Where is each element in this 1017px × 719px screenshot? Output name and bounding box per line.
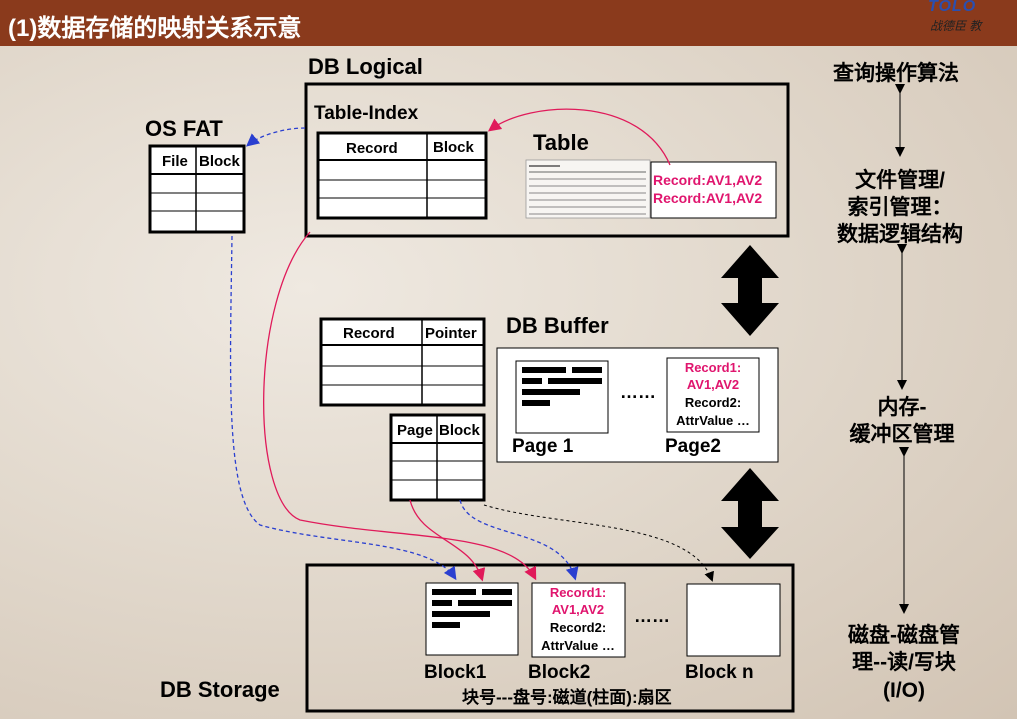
table-record-line-2: Record:AV1,AV2 xyxy=(653,190,762,206)
logo: TOLO xyxy=(928,0,977,15)
table-index-label: Table-Index xyxy=(314,103,419,124)
block-address-note: 块号---盘号:磁道(柱面):扇区 xyxy=(462,687,672,707)
file-mgmt-line-3: 数据逻辑结构 xyxy=(837,222,963,246)
blockn-label: Block n xyxy=(685,662,754,683)
page-block-col-block: Block xyxy=(439,422,481,439)
page2-line-2: AV1,AV2 xyxy=(687,377,739,392)
table-index-col-block: Block xyxy=(433,139,475,156)
disk-line-2: 理--读/写块 xyxy=(852,651,957,674)
page2-label: Page2 xyxy=(665,436,721,457)
db-logical-box xyxy=(304,82,790,238)
page2-box: Record1: AV1,AV2 Record2: AttrValue … xyxy=(666,357,760,433)
table-index-table: Record Block xyxy=(316,131,488,220)
blockn-box xyxy=(686,583,781,657)
memory-line-1: 内存- xyxy=(878,395,927,419)
db-storage-label: DB Storage xyxy=(160,677,280,702)
storage-mapping-diagram: DB Logical Table-Index Record Block Tabl… xyxy=(145,54,963,713)
os-fat-col-block: Block xyxy=(199,153,241,170)
block1-label: Block1 xyxy=(424,662,487,683)
db-storage-box xyxy=(305,563,795,713)
index-to-fat-arrow xyxy=(246,127,306,147)
storage-ellipsis: …… xyxy=(634,606,670,626)
table-record-box xyxy=(650,161,777,219)
block1-box xyxy=(425,582,519,656)
block2-line-4: AttrValue … xyxy=(541,638,615,653)
memory-line-2: 缓冲区管理 xyxy=(850,422,955,446)
os-fat-col-file: File xyxy=(162,153,188,170)
file-mgmt-line-1: 文件管理/ xyxy=(855,168,945,192)
page-block-table: Page Block xyxy=(389,413,486,502)
slide-title: (1)数据存储的映射关系示意 xyxy=(8,15,302,42)
pageblock-to-blockn-arrow xyxy=(483,504,714,582)
disk-line-3: (I/O) xyxy=(883,679,925,702)
fat-to-block1-arrow xyxy=(229,235,457,581)
page2-line-4: AttrValue … xyxy=(676,413,750,428)
disk-line-1: 磁盘-磁盘管 xyxy=(848,623,960,647)
file-mgmt-line-2: 索引管理： xyxy=(848,195,953,219)
page2-line-3: Record2: xyxy=(685,395,741,410)
pageblock-to-block1-arrow xyxy=(409,499,486,582)
record-pointer-table: Record Pointer xyxy=(319,317,486,407)
table-thumbnail xyxy=(525,159,651,219)
query-algorithm-label: 查询操作算法 xyxy=(833,61,959,85)
pageblock-to-block2-arrow xyxy=(459,499,579,581)
record-pointer-col-pointer: Pointer xyxy=(425,325,477,342)
block2-line-2: AV1,AV2 xyxy=(552,602,604,617)
buffer-ellipsis: …… xyxy=(620,382,656,402)
page1-label: Page 1 xyxy=(512,436,574,457)
db-logical-label: DB Logical xyxy=(308,54,423,79)
page-block-col-page: Page xyxy=(397,422,433,439)
logical-buffer-double-arrow xyxy=(721,245,779,336)
table-record-line-1: Record:AV1,AV2 xyxy=(653,172,762,188)
record-pointer-col-record: Record xyxy=(343,325,395,342)
block2-line-1: Record1: xyxy=(550,585,606,600)
side-connector-lines xyxy=(895,84,909,614)
page1-box xyxy=(515,360,609,434)
table-index-col-record: Record xyxy=(346,140,398,157)
block2-line-3: Record2: xyxy=(550,620,606,635)
block2-label: Block2 xyxy=(528,662,590,683)
record-to-index-arrow xyxy=(487,108,671,166)
block2-box: Record1: AV1,AV2 Record2: AttrValue … xyxy=(531,582,626,658)
title-bar: (1)数据存储的映射关系示意 TOLO 战德臣 教 xyxy=(0,0,1017,46)
logo-text: 战德臣 教 xyxy=(930,19,982,33)
os-fat-table: File Block xyxy=(148,144,246,234)
page2-line-1: Record1: xyxy=(685,360,741,375)
table-label: Table xyxy=(533,130,589,155)
os-fat-label: OS FAT xyxy=(145,116,223,141)
index-to-block2-arrow xyxy=(263,231,537,581)
db-buffer-label: DB Buffer xyxy=(506,313,609,338)
buffer-storage-double-arrow xyxy=(721,468,779,559)
